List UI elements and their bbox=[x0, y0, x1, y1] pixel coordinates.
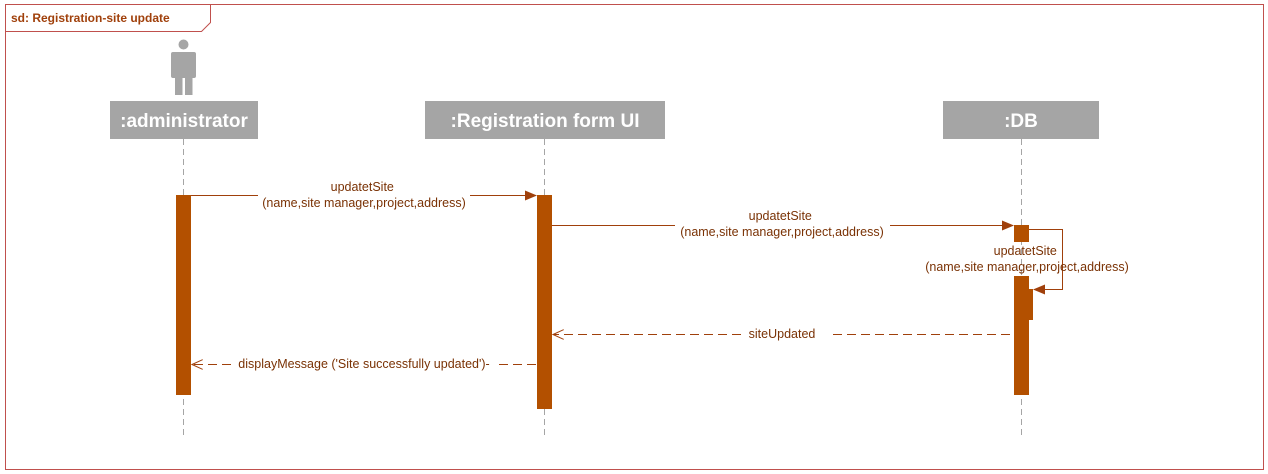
message-label-1: updatetSite (name,site manager,project,a… bbox=[262, 180, 466, 210]
message-arrow-3-self bbox=[1029, 229, 1063, 295]
lifeline-header-registration-form-ui bbox=[425, 101, 665, 139]
lifeline-header-administrator bbox=[110, 101, 258, 139]
message-label-3-args: (name,site manager,project,address) bbox=[925, 260, 1129, 274]
lifeline-label-db: :DB bbox=[1004, 111, 1038, 132]
message-label-2-args: (name,site manager,project,address) bbox=[680, 225, 884, 239]
message-label-1-name: updatetSite bbox=[331, 180, 394, 194]
frame-title: sd: Registration-site update bbox=[11, 11, 170, 25]
activation-db-nested bbox=[1029, 289, 1033, 320]
activation-db-1 bbox=[1014, 225, 1029, 242]
activation-db-2 bbox=[1014, 276, 1029, 395]
message-label-2: updatetSite (name,site manager,project,a… bbox=[680, 209, 884, 239]
lifeline-label-administrator: :administrator bbox=[120, 111, 248, 132]
activation-administrator bbox=[176, 195, 191, 395]
activation-registration-form-ui bbox=[537, 195, 552, 409]
frame-title-tab bbox=[5, 4, 211, 32]
message-label-2-name: updatetSite bbox=[749, 209, 812, 223]
message-label-3-name: updatetSite bbox=[994, 244, 1057, 258]
message-label-1-args: (name,site manager,project,address) bbox=[262, 196, 466, 210]
diagram-frame bbox=[5, 4, 1264, 470]
message-label-5: displayMessage ('Site successfully updat… bbox=[238, 357, 489, 371]
person-icon bbox=[171, 39, 196, 95]
message-label-3: updatetSite (name,site manager,project,a… bbox=[925, 244, 1129, 274]
lifeline-header-db bbox=[943, 101, 1099, 139]
message-label-4: siteUpdated bbox=[749, 327, 816, 341]
lifeline-label-registration-form-ui: :Registration form UI bbox=[451, 111, 640, 132]
